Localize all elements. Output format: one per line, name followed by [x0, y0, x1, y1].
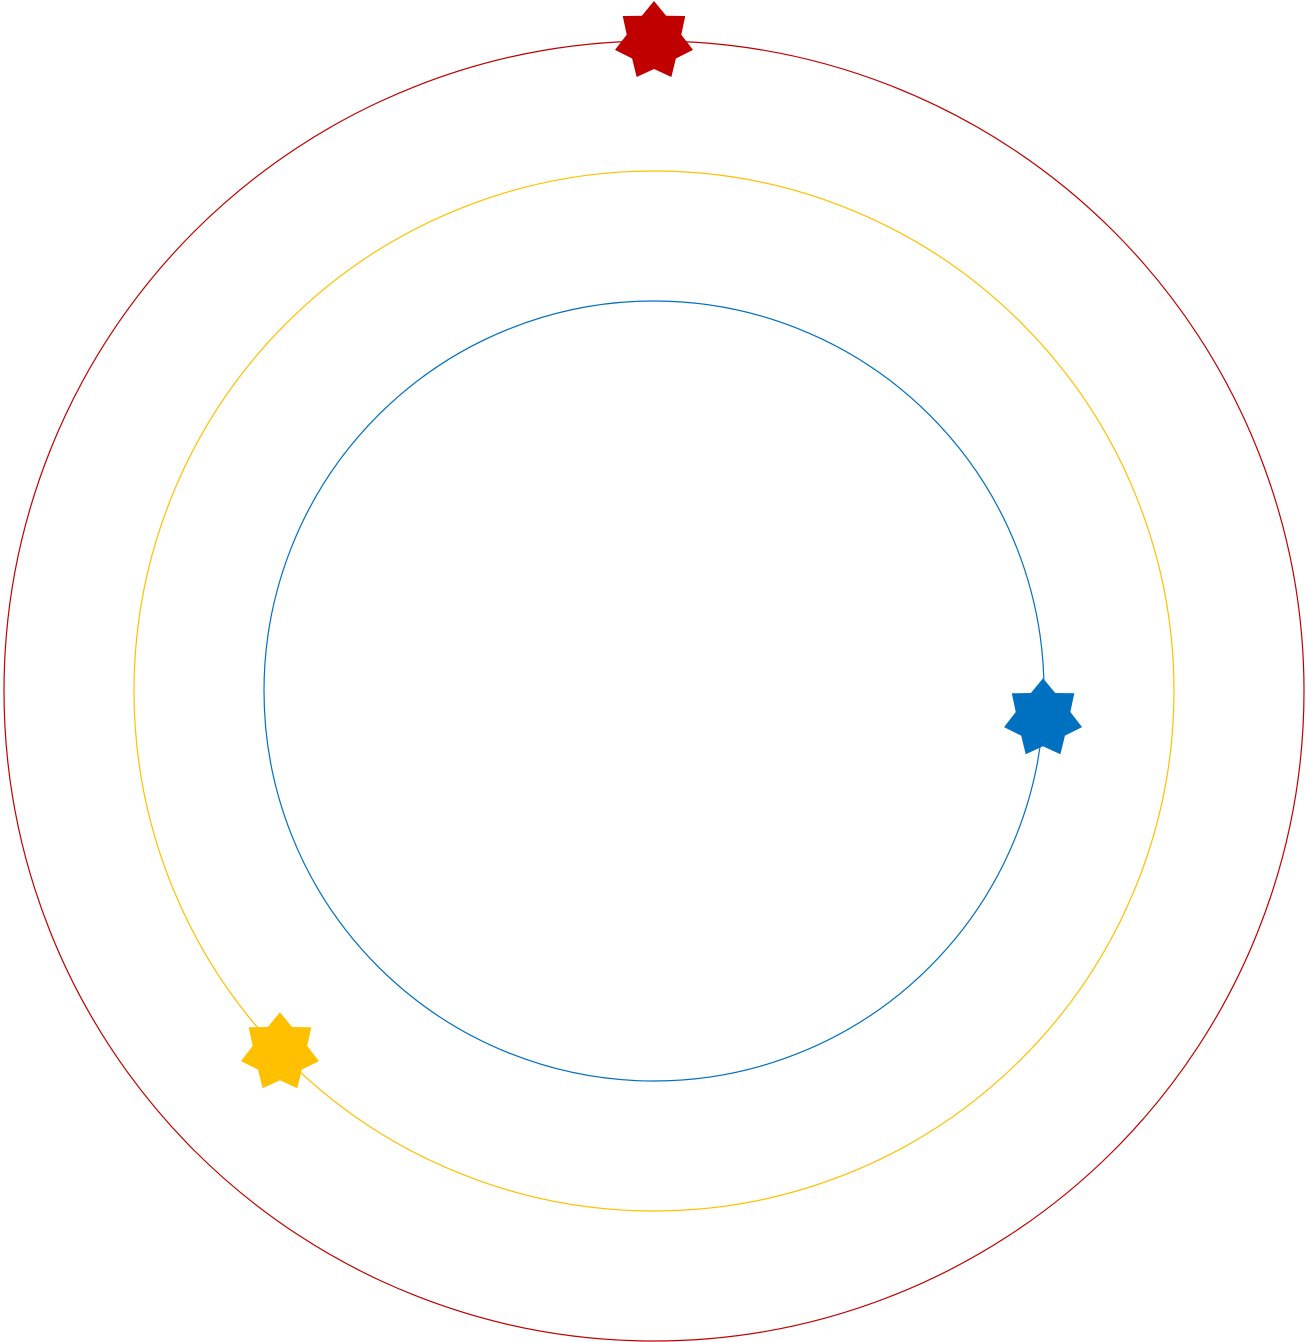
outer-seven-point-star-icon [615, 1, 693, 78]
middle-seven-point-star-icon [240, 1012, 319, 1089]
outer-orbit-ring [3, 40, 1305, 1342]
inner-orbit-ring [263, 300, 1045, 1082]
inner-seven-point-star-icon [1004, 678, 1083, 755]
middle-orbit-ring [133, 170, 1175, 1212]
